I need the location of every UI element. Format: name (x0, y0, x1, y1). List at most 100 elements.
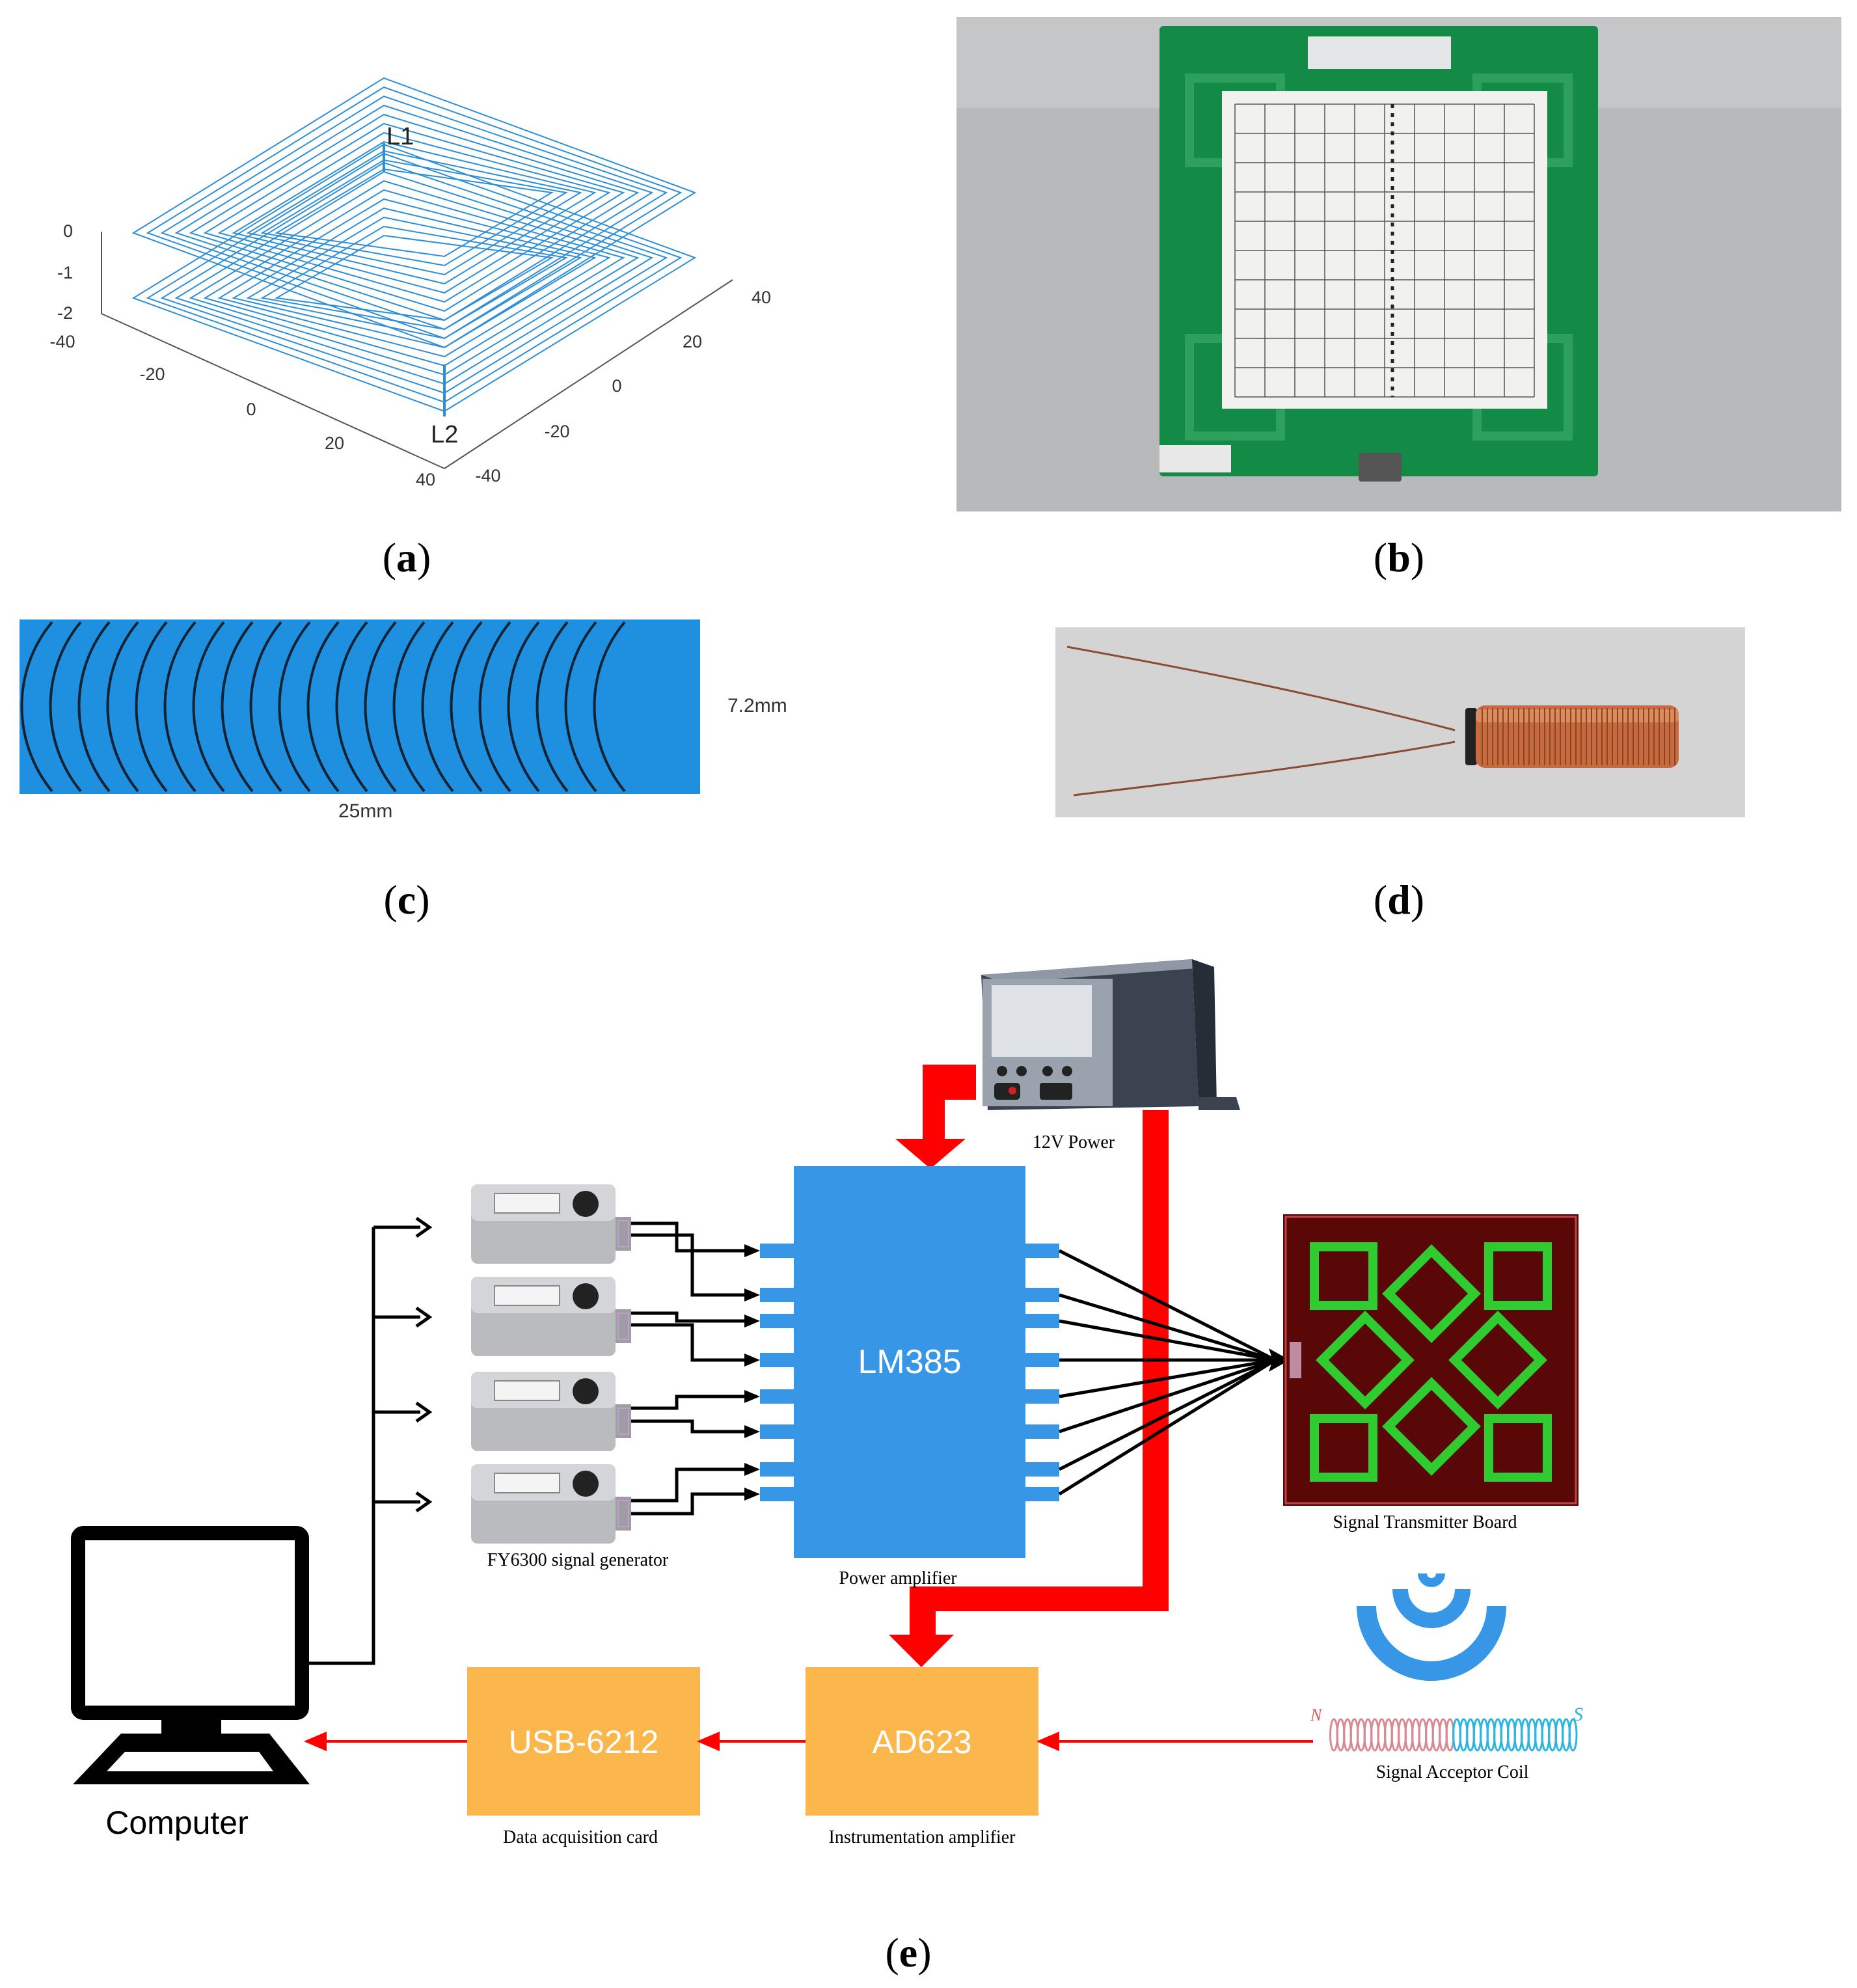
amp-input-pin (760, 1244, 794, 1258)
pole-n-label: N (1310, 1706, 1323, 1724)
panel-d-coil-photo (1055, 627, 1745, 817)
signal-wire (631, 1311, 748, 1323)
coil-turn (163, 621, 197, 793)
signal-generator-device (471, 1464, 631, 1544)
branch-arrowhead (415, 1216, 433, 1238)
panel-b-transmitter-board-photo (956, 17, 1841, 511)
coil-turn (192, 621, 225, 793)
x-axis: -40 -20 0 20 40 (49, 313, 445, 489)
output-wire (1059, 1358, 1276, 1434)
output-wire (1058, 1249, 1277, 1362)
output-wire (1058, 1358, 1277, 1471)
coil-length-label: 25mm (338, 800, 392, 822)
amp-input-pin (760, 1487, 794, 1501)
computer-bus (303, 1227, 375, 1665)
wire-arrowhead (744, 1463, 760, 1476)
coil-turn (106, 621, 139, 793)
wire-arrowhead (744, 1488, 760, 1501)
branch-arrowhead (415, 1491, 433, 1513)
coil-label-l1: L1 (386, 123, 414, 150)
signal-generator-device (471, 1277, 631, 1356)
wire-arrowhead (744, 1425, 760, 1438)
coil-turn (49, 621, 82, 793)
ad623-label: AD623 (873, 1724, 972, 1760)
generator-port (617, 1408, 629, 1435)
power-lines (889, 1065, 1169, 1667)
signal-generator-label: FY6300 signal generator (487, 1550, 669, 1570)
generator-screen (494, 1193, 560, 1214)
signal-generators (471, 1184, 631, 1544)
output-wire (1059, 1293, 1276, 1362)
wire-arrowhead (744, 1354, 760, 1367)
branch-arrowhead (415, 1401, 433, 1423)
coil-l1-top (131, 77, 697, 349)
signal-acceptor-coil: N S (1310, 1704, 1583, 1752)
generator-port (617, 1313, 629, 1340)
generator-screen (494, 1380, 560, 1401)
y-tick-label: 20 (683, 332, 702, 351)
wire-arrowhead (744, 1244, 760, 1257)
amp-output-pin (1025, 1462, 1059, 1477)
wire-arrowhead (744, 1390, 760, 1403)
y-tick-label: 0 (612, 376, 621, 396)
coil-turn (535, 621, 569, 793)
amp-input-pin (760, 1424, 794, 1439)
signal-wire (631, 1233, 748, 1297)
amplifier-pins (760, 1244, 1059, 1501)
power-supply-label: 12V Power (1033, 1132, 1115, 1152)
amp-output-pin (1025, 1389, 1059, 1404)
x-tick-label: -40 (49, 332, 75, 351)
signal-wire (631, 1467, 748, 1503)
output-wire (1059, 1319, 1276, 1362)
transmitter-board-label: Signal Transmitter Board (1333, 1512, 1517, 1532)
signal-wire (631, 1492, 748, 1516)
signal-wire (631, 1323, 748, 1362)
signal-generator-device (471, 1184, 631, 1264)
ad623-box (806, 1667, 1038, 1816)
generator-port (617, 1500, 629, 1527)
amp-input-pin (760, 1353, 794, 1367)
panel-a-coil-plot: L1 L2 0 -1 -2 -40 -20 0 20 40 -40 -20 0 … (49, 77, 771, 489)
generator-screen (494, 1473, 560, 1493)
wireless-signal-icon (1357, 1573, 1506, 1681)
coil-turn (249, 621, 282, 793)
amp-output-pin (1025, 1487, 1059, 1501)
signal-return-arrows (303, 1731, 1313, 1752)
generator-knob (573, 1471, 599, 1497)
power-supply-12v (981, 959, 1240, 1110)
generator-knob (573, 1191, 599, 1217)
instrumentation-amplifier-label: Instrumentation amplifier (829, 1827, 1016, 1847)
y-axis: -40 -20 0 20 40 (444, 279, 771, 485)
power-arrow-to-lm385 (895, 1065, 976, 1169)
board-arrowhead (1269, 1348, 1290, 1372)
generator-screen (494, 1285, 560, 1306)
caption-b: (b) (1374, 534, 1424, 580)
pole-s-label: S (1573, 1704, 1583, 1725)
lm385-box (794, 1166, 1025, 1558)
acceptor-coil-label: Signal Acceptor Coil (1376, 1762, 1529, 1782)
amp-input-pin (760, 1288, 794, 1302)
coil-turn (278, 621, 311, 793)
amp-input-pin (760, 1389, 794, 1404)
panel-c-acceptor-coil-model: 7.2mm 25mm (20, 620, 787, 822)
output-wire (1058, 1358, 1277, 1496)
x-tick-label: 0 (246, 400, 256, 419)
coil-turn (306, 621, 340, 793)
caption-d: (d) (1374, 877, 1424, 923)
signal-wire (631, 1395, 748, 1410)
usb6212-label: USB-6212 (509, 1724, 659, 1760)
board-sticker (1308, 36, 1451, 69)
daq-card-label: Data acquisition card (503, 1827, 658, 1847)
acceptor-coil-turn (1568, 1718, 1578, 1752)
power-amplifier-label: Power amplifier (839, 1568, 957, 1588)
signal-wiring (303, 1216, 1290, 1665)
x-tick-label: -20 (139, 364, 165, 384)
lm385-label: LM385 (858, 1343, 962, 1381)
coil-turn (335, 621, 368, 793)
generator-knob (573, 1283, 599, 1309)
output-wire (1059, 1358, 1276, 1398)
coil-turn (135, 621, 168, 793)
amp-input-pin (760, 1462, 794, 1477)
computer-icon (71, 1526, 310, 1784)
coil-turn (593, 621, 626, 793)
